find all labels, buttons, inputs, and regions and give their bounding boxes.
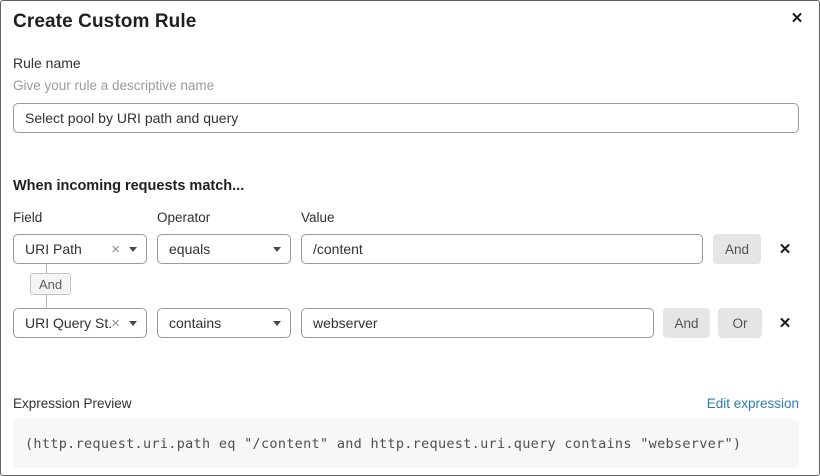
value-input-2[interactable] [301, 308, 654, 338]
column-labels: Field Operator Value [13, 210, 799, 225]
value-input-1[interactable] [301, 234, 703, 264]
operator-column-label: Operator [157, 210, 211, 225]
rule-name-label: Rule name [13, 55, 81, 71]
remove-row-2-icon[interactable]: ✕ [771, 309, 799, 337]
chevron-down-icon [129, 320, 137, 326]
expression-code: (http.request.uri.path eq "/content" and… [25, 435, 742, 452]
expression-preview-header: Expression Preview Edit expression [13, 396, 799, 411]
operator-select-2-value: contains [169, 315, 222, 331]
rule-name-helper: Give your rule a descriptive name [13, 78, 215, 93]
and-button-row-2[interactable]: And [663, 308, 710, 338]
expression-preview-label: Expression Preview [13, 396, 132, 411]
field-select-1[interactable]: URI Path × [13, 234, 147, 264]
and-connector-badge[interactable]: And [30, 273, 72, 295]
condition-row-2: URI Query St... × contains And Or ✕ [13, 308, 799, 338]
close-icon[interactable]: ✕ [785, 7, 809, 31]
or-button-row-2[interactable]: Or [718, 308, 762, 338]
match-section-heading: When incoming requests match... [13, 178, 245, 194]
connector-line-top [46, 264, 47, 273]
field-column-label: Field [13, 210, 43, 225]
clear-icon[interactable]: × [111, 314, 120, 332]
remove-row-1-icon[interactable]: ✕ [771, 235, 799, 263]
field-select-2-value: URI Query St... [25, 315, 112, 331]
operator-select-1-value: equals [169, 241, 211, 257]
clear-icon[interactable]: × [111, 240, 120, 258]
operator-select-2[interactable]: contains [157, 308, 291, 338]
operator-select-1[interactable]: equals [157, 234, 291, 264]
page-title: Create Custom Rule [13, 11, 197, 32]
edit-expression-link[interactable]: Edit expression [706, 396, 799, 411]
rule-name-input[interactable] [13, 103, 799, 133]
field-select-1-value: URI Path [25, 241, 82, 257]
expression-code-block: (http.request.uri.path eq "/content" and… [13, 419, 799, 468]
chevron-down-icon [129, 246, 137, 252]
field-select-2[interactable]: URI Query St... × [13, 308, 147, 338]
chevron-down-icon [273, 246, 281, 252]
value-column-label: Value [301, 210, 335, 225]
chevron-down-icon [273, 320, 281, 326]
connector-line-bottom [46, 295, 47, 308]
and-button-row-1[interactable]: And [713, 234, 761, 264]
condition-row-1: URI Path × equals And ✕ [13, 234, 799, 264]
